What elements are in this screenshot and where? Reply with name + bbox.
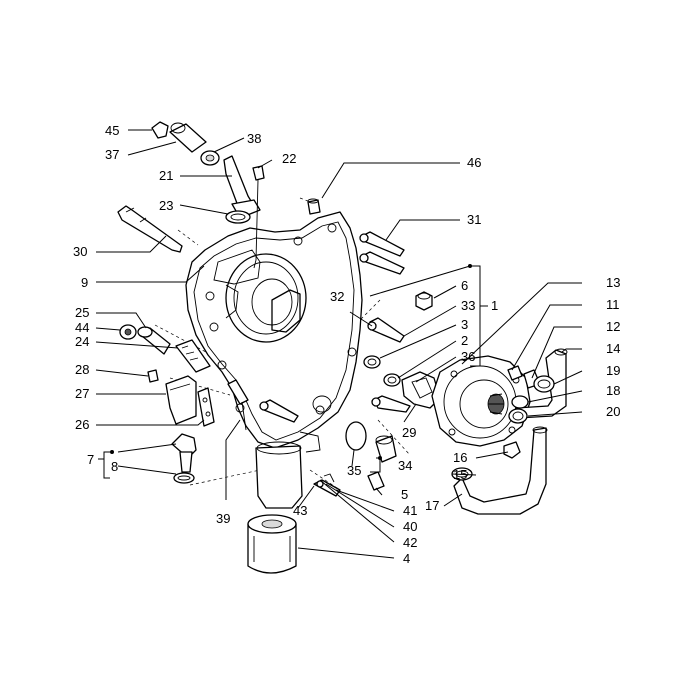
callout-23: 23 <box>159 198 173 213</box>
top-parts-group <box>151 121 321 269</box>
callout-33: 33 <box>461 298 475 313</box>
callout-36: 36 <box>461 349 475 364</box>
callout-2: 2 <box>461 333 468 348</box>
callout-45: 45 <box>105 123 119 138</box>
small-hardware <box>363 291 441 409</box>
leader-lines <box>95 129 583 559</box>
callout-26: 26 <box>75 417 89 432</box>
callout-35: 35 <box>347 463 361 478</box>
sensor-parts <box>313 471 385 497</box>
callout-32: 32 <box>330 289 344 304</box>
callout-25: 25 <box>75 305 89 320</box>
callout-24: 24 <box>75 334 89 349</box>
bolt-39 <box>227 379 249 431</box>
callout-38: 38 <box>247 131 261 146</box>
callout-40: 40 <box>403 519 417 534</box>
callout-5: 5 <box>401 487 408 502</box>
callout-30: 30 <box>73 244 87 259</box>
callout-14: 14 <box>606 341 620 356</box>
callout-1: 1 <box>491 298 498 313</box>
callout-6: 6 <box>461 278 468 293</box>
callout-17: 17 <box>425 498 439 513</box>
callout-16: 16 <box>453 450 467 465</box>
callout-12: 12 <box>606 319 620 334</box>
callout-20: 20 <box>606 404 620 419</box>
callout-41: 41 <box>403 503 417 518</box>
callout-11: 11 <box>606 297 620 312</box>
filler-cap <box>171 433 197 484</box>
callout-13: 13 <box>606 275 620 290</box>
callout-46: 46 <box>467 155 481 170</box>
callout-29: 29 <box>402 425 416 440</box>
callout-labels: 45 37 38 22 21 46 23 31 30 9 13 6 1 11 3… <box>73 123 620 566</box>
callout-18: 18 <box>606 383 620 398</box>
callout-31: 31 <box>467 212 481 227</box>
group-brackets <box>98 264 488 479</box>
callout-4: 4 <box>403 551 410 566</box>
callout-44: 44 <box>75 320 89 335</box>
callout-39: 39 <box>216 511 230 526</box>
callout-27: 27 <box>75 386 89 401</box>
callout-42: 42 <box>403 535 417 550</box>
callout-43: 43 <box>293 503 307 518</box>
callout-21: 21 <box>159 168 173 183</box>
callout-3: 3 <box>461 317 468 332</box>
callout-34: 34 <box>398 458 412 473</box>
callout-19: 19 <box>606 363 620 378</box>
crankcase-cover <box>185 211 363 509</box>
bolts-31 <box>259 231 411 423</box>
callout-37: 37 <box>105 147 119 162</box>
callout-8: 8 <box>111 459 118 474</box>
shaft-part <box>117 205 183 253</box>
left-side-parts <box>119 324 215 427</box>
callout-7: 7 <box>87 452 94 467</box>
callout-28: 28 <box>75 362 89 377</box>
gasket-and-cap <box>345 421 397 463</box>
callout-15: 15 <box>453 467 467 482</box>
oil-filter <box>247 514 297 574</box>
callout-9: 9 <box>81 275 88 290</box>
callout-22: 22 <box>282 151 296 166</box>
